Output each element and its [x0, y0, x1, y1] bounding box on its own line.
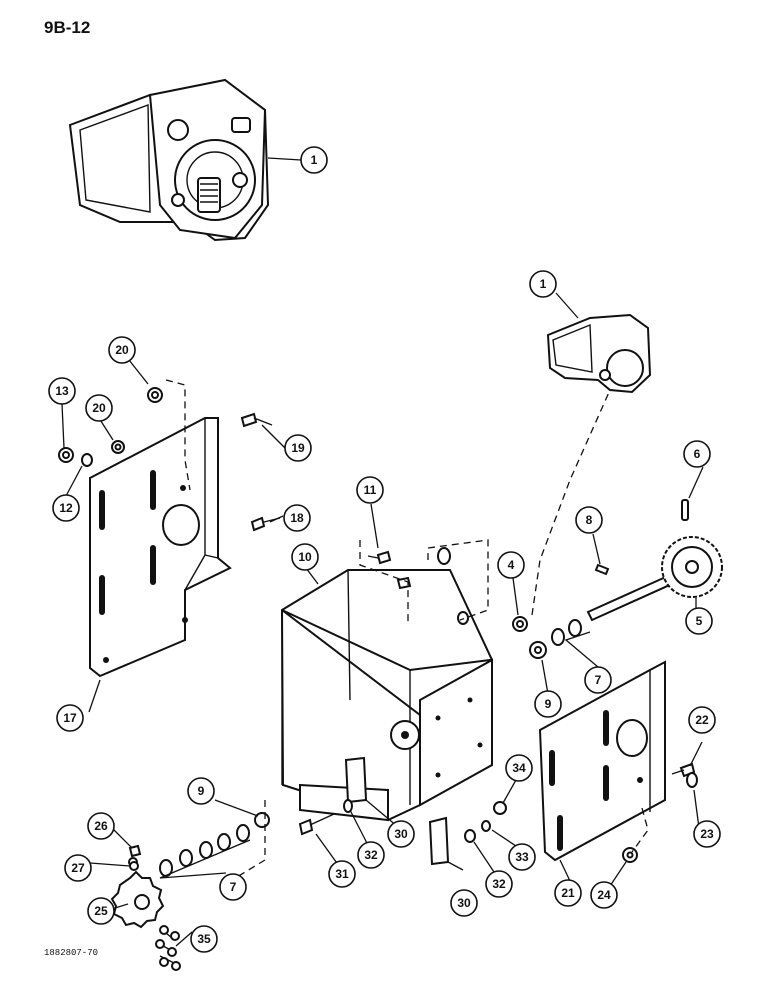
svg-text:7: 7: [595, 673, 602, 687]
callout-27: 27: [64, 854, 92, 882]
page-id: 9B-12: [44, 18, 91, 37]
box-housing: [280, 569, 494, 822]
callout-4: 4: [497, 551, 525, 579]
svg-text:8: 8: [586, 513, 593, 527]
motor-large: [68, 78, 270, 242]
motor-small: [546, 313, 652, 394]
callout-30-lower: 30: [450, 889, 478, 917]
svg-text:33: 33: [515, 850, 529, 864]
callout-6: 6: [683, 440, 711, 468]
callout-1-top: 1: [300, 146, 328, 174]
svg-text:30: 30: [457, 896, 471, 910]
callout-17: 17: [56, 704, 84, 732]
svg-text:7: 7: [230, 880, 237, 894]
svg-text:30: 30: [394, 827, 408, 841]
roller-chain: [155, 925, 181, 971]
svg-text:27: 27: [71, 861, 85, 875]
callout-34: 34: [505, 754, 533, 782]
callout-18: 18: [283, 504, 311, 532]
callout-9-right: 9: [534, 690, 562, 718]
callout-10: 10: [291, 543, 319, 571]
left-bracket-plate: [89, 417, 232, 678]
callout-13: 13: [48, 377, 76, 405]
callout-8: 8: [575, 506, 603, 534]
svg-text:1: 1: [540, 277, 547, 291]
svg-text:25: 25: [94, 904, 108, 918]
callout-32-right: 32: [485, 870, 513, 898]
callout-1-right: 1: [529, 270, 557, 298]
svg-text:35: 35: [197, 932, 211, 946]
right-bracket-plate: [538, 660, 666, 862]
svg-text:4: 4: [508, 558, 515, 572]
callout-22: 22: [688, 706, 716, 734]
svg-text:12: 12: [59, 501, 73, 515]
callout-33: 33: [508, 843, 536, 871]
svg-text:9: 9: [198, 784, 205, 798]
svg-text:20: 20: [115, 343, 129, 357]
svg-text:26: 26: [94, 819, 108, 833]
callout-12: 12: [52, 494, 80, 522]
callout-11: 11: [356, 476, 384, 504]
leader-lines: [61, 157, 704, 947]
hardware: [58, 387, 698, 877]
svg-text:13: 13: [55, 384, 69, 398]
callout-20-left: 20: [85, 394, 113, 422]
svg-text:19: 19: [291, 441, 305, 455]
callout-7-left: 7: [219, 873, 247, 901]
callout-26: 26: [87, 812, 115, 840]
svg-text:31: 31: [335, 867, 349, 881]
callout-21: 21: [554, 879, 582, 907]
svg-text:23: 23: [700, 827, 714, 841]
svg-text:11: 11: [364, 483, 377, 497]
svg-text:9: 9: [545, 697, 552, 711]
callout-30-upper: 30: [387, 820, 415, 848]
callout-32-left: 32: [357, 841, 385, 869]
svg-text:34: 34: [512, 761, 526, 775]
callout-19: 19: [284, 434, 312, 462]
reference-number: 1882807-70: [44, 948, 99, 958]
callout-31: 31: [328, 860, 356, 888]
callout-9-left: 9: [187, 777, 215, 805]
callout-25: 25: [87, 897, 115, 925]
svg-text:18: 18: [290, 511, 304, 525]
svg-text:20: 20: [92, 401, 106, 415]
assembly-lines: [165, 379, 649, 881]
callout-7-right: 7: [584, 666, 612, 694]
callout-20-top: 20: [108, 336, 136, 364]
svg-text:17: 17: [63, 711, 77, 725]
svg-text:5: 5: [696, 614, 703, 628]
callout-24: 24: [590, 881, 618, 909]
svg-text:24: 24: [597, 888, 611, 902]
callout-23: 23: [693, 820, 721, 848]
svg-text:21: 21: [561, 886, 575, 900]
svg-text:22: 22: [695, 713, 709, 727]
callout-35: 35: [190, 925, 218, 953]
callout-5: 5: [685, 607, 713, 635]
svg-text:6: 6: [694, 447, 701, 461]
svg-text:32: 32: [492, 877, 506, 891]
svg-text:32: 32: [364, 848, 378, 862]
shaft-sprocket: [586, 499, 723, 622]
svg-text:1: 1: [311, 153, 318, 167]
svg-text:10: 10: [298, 550, 312, 564]
